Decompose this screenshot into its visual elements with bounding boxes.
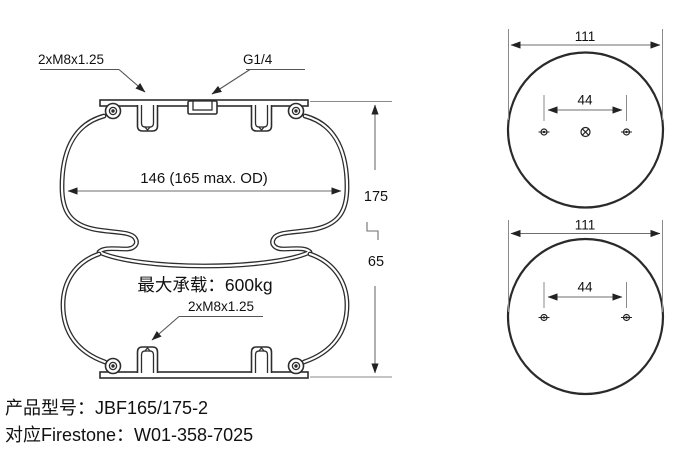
lower-plate-circle: [506, 237, 665, 396]
bottom-left-rolled-edge: [104, 357, 122, 375]
lower-left-bolt-hole-symbol: [538, 313, 550, 322]
product-model-text: 产品型号：JBF165/175-2: [5, 398, 209, 418]
lower-right-bolt-hole-symbol: [621, 313, 632, 322]
lower-convolution: [60, 251, 350, 365]
port-callout: G1/4: [211, 52, 305, 95]
lower-od-dimension: 111: [508, 218, 663, 312]
top-left-stud: [136, 105, 159, 132]
air-port: [187, 100, 218, 115]
max-load-label: 最大承载：600kg: [137, 275, 272, 295]
upper-left-bolt-hole-symbol: [538, 128, 550, 136]
upper-bolt-spacing-label: 44: [577, 93, 593, 108]
bottom-right-stud: [250, 346, 273, 373]
upper-od-dimension: 111: [508, 29, 663, 120]
top-view-upper: 111 44: [506, 29, 665, 209]
port-label: G1/4: [243, 52, 273, 67]
top-right-rolled-edge: [287, 102, 305, 120]
compressed-height-label: 65: [368, 254, 384, 270]
upper-right-bolt-hole-symbol: [621, 128, 632, 136]
height-dimension-label: 175: [364, 189, 388, 205]
upper-od-label: 111: [575, 29, 596, 44]
bottom-right-rolled-edge: [287, 357, 305, 375]
firestone-crossref-text: 对应Firestone：W01-358-7025: [5, 425, 254, 445]
top-bead-plate: [99, 99, 309, 132]
diameter-dimension-label: 146 (165 max. OD): [140, 170, 268, 187]
height-dimension: 175 65: [310, 101, 392, 378]
bottom-bead-plate: [99, 346, 309, 379]
upper-bolt-spacing-dimension: 44: [543, 93, 627, 121]
top-studs-callout: 2xM8x1.25: [38, 52, 146, 93]
top-left-rolled-edge: [104, 102, 122, 120]
upper-plate-circle: [506, 51, 665, 209]
center-port-symbol: [580, 126, 591, 138]
lower-bolt-spacing-dimension: 44: [543, 280, 627, 308]
top-right-stud: [250, 105, 273, 132]
lower-od-label: 111: [575, 218, 596, 233]
cross-section-view: 146 (165 max. OD) 175 65 2xM8x1.25 G1/4: [38, 52, 392, 379]
bottom-left-stud: [136, 346, 159, 373]
top-studs-label: 2xM8x1.25: [38, 52, 104, 67]
bottom-studs-label: 2xM8x1.25: [188, 299, 254, 314]
top-view-lower: 111 44: [506, 218, 665, 396]
lower-bolt-spacing-label: 44: [577, 280, 593, 295]
bottom-studs-callout: 2xM8x1.25: [151, 299, 263, 341]
dimension-break-symbol: [366, 222, 379, 240]
diameter-dimension: 146 (165 max. OD): [67, 170, 342, 195]
product-info: 产品型号：JBF165/175-2 对应Firestone：W01-358-70…: [5, 395, 253, 449]
upper-convolution: [59, 113, 350, 269]
